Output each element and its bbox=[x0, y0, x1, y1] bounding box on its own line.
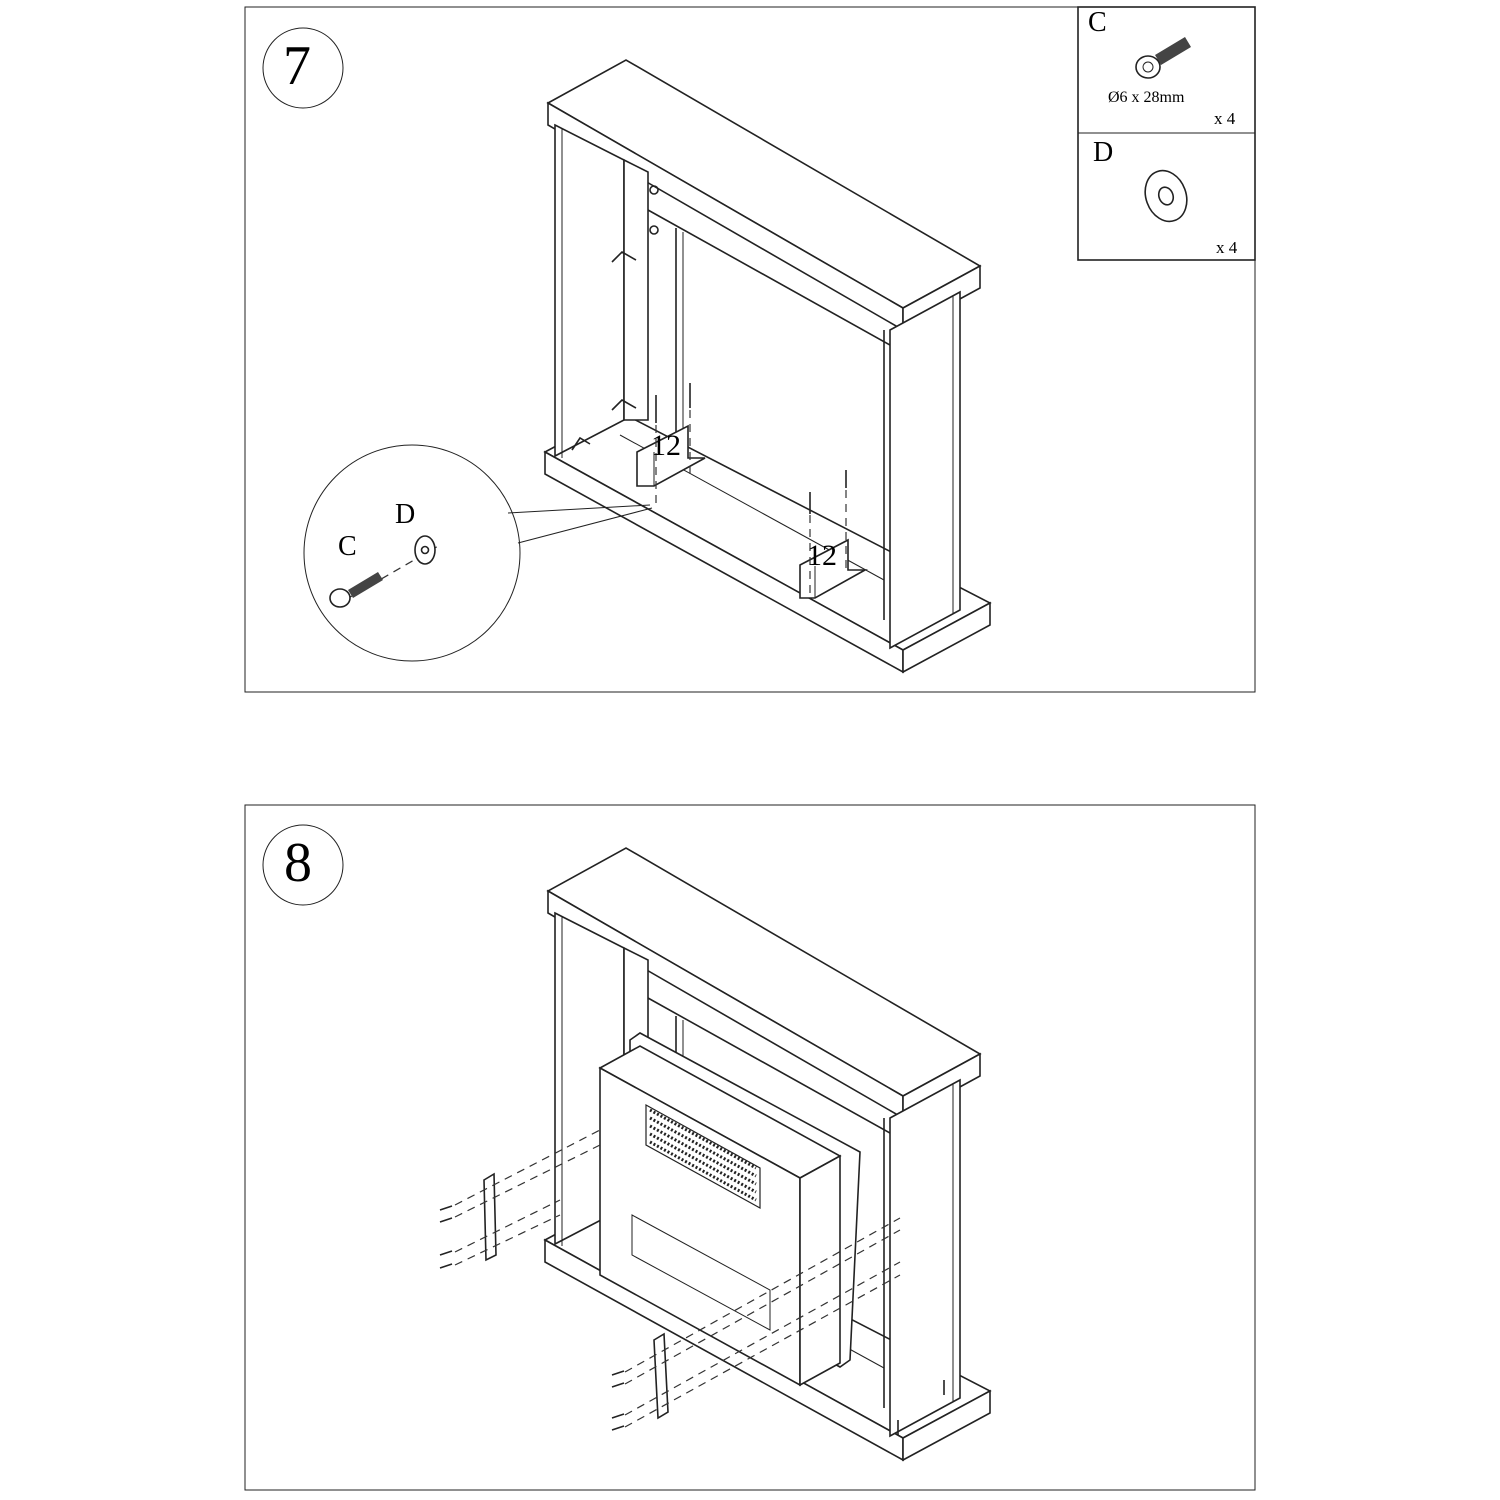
bolt-icon bbox=[329, 572, 383, 608]
detail-washer-label: D bbox=[395, 499, 416, 530]
step-7-number: 7 bbox=[283, 35, 311, 97]
panel-label: 12 bbox=[651, 429, 681, 462]
panel-label: 12 bbox=[807, 539, 837, 572]
detail-callout bbox=[303, 444, 521, 662]
part-c-letter: C bbox=[1088, 7, 1107, 38]
step-7-panel bbox=[244, 6, 1256, 693]
step-number-badge bbox=[262, 824, 344, 906]
part-d-quantity: x 4 bbox=[1216, 238, 1238, 257]
part-c-quantity: x 4 bbox=[1214, 109, 1236, 128]
washer-icon bbox=[414, 535, 436, 565]
step-8-number: 8 bbox=[284, 832, 312, 894]
washer-icon bbox=[1144, 169, 1188, 223]
step-number-badge bbox=[262, 27, 344, 109]
fireplace-frame bbox=[544, 59, 991, 673]
part-d-letter: D bbox=[1093, 137, 1114, 168]
parts-list bbox=[1077, 6, 1256, 261]
step-8-panel bbox=[244, 804, 1256, 1491]
part-c-size: Ø6 x 28mm bbox=[1108, 89, 1185, 106]
electric-fireplace-insert bbox=[598, 1032, 861, 1387]
bolt-icon bbox=[1135, 37, 1191, 79]
detail-screw-label: C bbox=[338, 531, 357, 562]
